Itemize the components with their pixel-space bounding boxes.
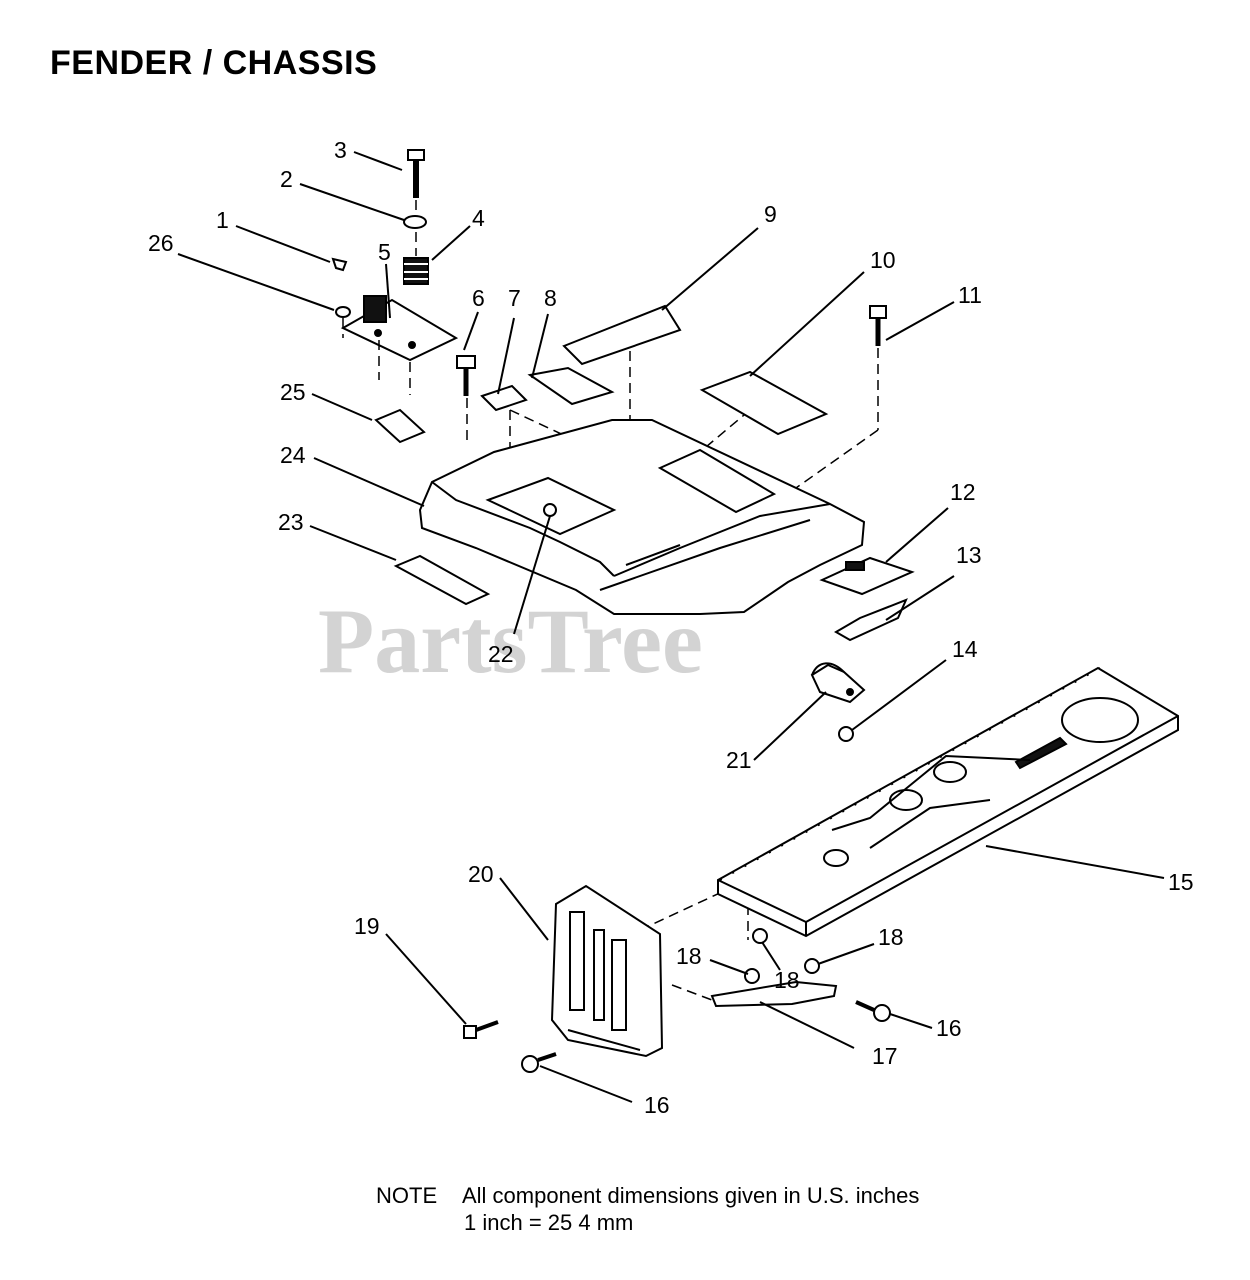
- callout-14: 14: [952, 636, 978, 662]
- dimension-note: NOTE All component dimensions given in U.…: [376, 1182, 919, 1236]
- part-14-nut: [838, 726, 854, 742]
- note-label: NOTE: [376, 1183, 438, 1208]
- part-18-nut-a: [752, 928, 768, 944]
- part-1-pin: [331, 257, 348, 272]
- callout-26: 26: [148, 230, 174, 256]
- part-18-nut-b: [744, 968, 760, 984]
- callout-18a: 18: [878, 924, 904, 950]
- part-4-spring: [403, 257, 429, 285]
- callout-13: 13: [956, 542, 982, 568]
- callout-23: 23: [278, 509, 304, 535]
- callout-1: 1: [216, 207, 229, 233]
- note-line-2: 1 inch = 25 4 mm: [464, 1210, 634, 1235]
- part-24-fender: [418, 419, 866, 615]
- part-8-decal: [527, 366, 615, 406]
- part-25-decal: [374, 408, 426, 444]
- callout-17: 17: [872, 1043, 898, 1069]
- callout-21: 21: [726, 747, 752, 773]
- part-3-bolt: [407, 149, 425, 198]
- callout-12: 12: [950, 479, 976, 505]
- part-16-bolt-a: [521, 1052, 557, 1073]
- part-21-clip: [810, 662, 866, 704]
- callout-9: 9: [764, 201, 777, 227]
- part-23-decal: [393, 554, 491, 606]
- part-5-seat-plate: [340, 295, 459, 362]
- part-16-bolt-b: [855, 1000, 891, 1022]
- part-9-decal: [562, 304, 682, 366]
- callout-11: 11: [958, 282, 982, 308]
- callout-2: 2: [280, 166, 293, 192]
- leader-lines: [177, 151, 1165, 1103]
- diagram-parts: [331, 149, 1179, 1073]
- part-15-frame: [717, 666, 1179, 938]
- part-11-bolt: [869, 305, 887, 346]
- callout-labels: 1 2 3 4 5 6 7 8 9 10 11 12 13 14 15 16 1…: [148, 137, 1194, 1118]
- callout-8: 8: [544, 285, 557, 311]
- callout-22: 22: [488, 641, 514, 667]
- callout-3: 3: [334, 137, 347, 163]
- part-19-bolt: [463, 1020, 499, 1039]
- callout-5: 5: [378, 239, 391, 265]
- part-2-washer: [403, 215, 427, 229]
- callout-16b: 16: [644, 1092, 670, 1118]
- part-10-decal: [699, 370, 829, 436]
- callout-19: 19: [354, 913, 380, 939]
- callout-6: 6: [472, 285, 485, 311]
- callout-16a: 16: [936, 1015, 962, 1041]
- part-22-fastener: [543, 503, 557, 517]
- callout-4: 4: [472, 205, 485, 231]
- part-6-bolt: [456, 355, 476, 396]
- callout-20: 20: [468, 861, 494, 887]
- callout-7: 7: [508, 285, 521, 311]
- part-17-bracket: [710, 980, 838, 1008]
- part-26-nut: [335, 306, 351, 318]
- callout-24: 24: [280, 442, 306, 468]
- part-7-decal: [480, 384, 528, 412]
- callout-15: 15: [1168, 869, 1194, 895]
- callout-18b: 18: [676, 943, 702, 969]
- part-13-plate: [834, 598, 908, 642]
- note-line-1: All component dimensions given in U.S. i…: [462, 1183, 920, 1208]
- part-20-rear-shield: [550, 884, 664, 1058]
- callout-18c: 18: [774, 967, 800, 993]
- part-12-bracket: [819, 556, 915, 596]
- callout-25: 25: [280, 379, 306, 405]
- diagram-title: FENDER / CHASSIS: [50, 44, 378, 82]
- part-18-nut-c: [804, 958, 820, 974]
- callout-10: 10: [870, 247, 896, 273]
